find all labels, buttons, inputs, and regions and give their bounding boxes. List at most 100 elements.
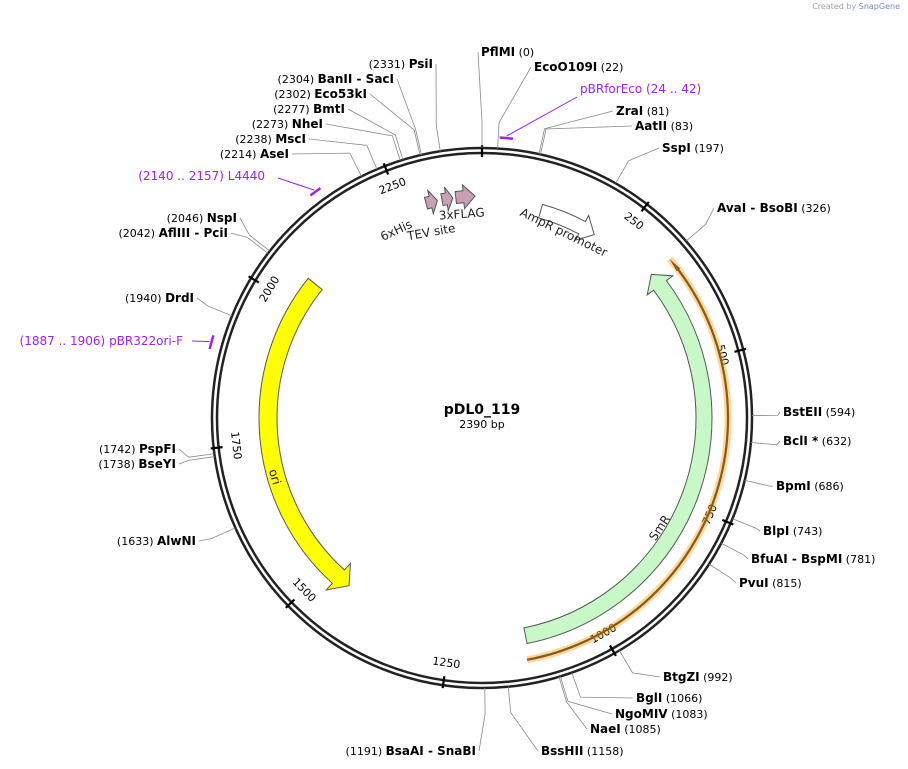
primer-markers: pBRforEco (24 .. 42) (2140 .. 2157) L4440… [20,82,701,350]
site-name: EcoO109I [534,60,597,74]
site-leader-bmti [347,108,404,160]
site-alwni[interactable]: (1633) AlwNI [117,534,196,548]
primer-name: L4440 [228,169,265,183]
site-pvui[interactable]: PvuI (815) [739,576,802,590]
site-name: PflMI [481,45,515,59]
tick-2250 [382,162,390,175]
site-position: (686) [814,480,844,493]
tick-label-1250: 1250 [432,654,462,671]
site-name: AlwNI [157,534,196,548]
site-afliii-pcii[interactable]: (2042) AflIII - PciI [119,226,228,240]
site-nspi[interactable]: (2046) NspI [167,211,237,225]
site-pspfi[interactable]: (1742) PspFI [99,442,176,456]
site-name: NaeI [590,722,621,736]
site-position: (2238) [235,133,272,146]
site-name: BmtI [313,102,345,116]
site-bcli[interactable]: BclI * (632) [783,434,851,448]
site-asei[interactable]: (2214) AseI [220,147,289,161]
primer-leader-pbr322ori-f [191,340,210,343]
site-position: (632) [822,435,852,448]
site-name: Eco53kI [314,87,367,101]
site-blpi[interactable]: BlpI (743) [763,524,822,538]
site-leader-sspi [615,147,660,184]
site-btgzi[interactable]: BtgZI (992) [663,670,733,684]
site-bsaai-snabi[interactable]: (1191) BsaAI - SnaBI [346,744,476,758]
feature-ampr-promoter[interactable] [538,203,595,241]
site-bsteii[interactable]: BstEII (594) [783,405,855,419]
site-zrai[interactable]: ZraI (81) [616,104,669,118]
site-sspi[interactable]: SspI (197) [662,141,724,155]
site-name: AatII [635,119,667,133]
site-position: (2302) [274,88,311,101]
site-aatii[interactable]: AatII (83) [635,119,693,133]
primer-label-l4440[interactable]: (2140 .. 2157) L4440 [138,169,265,183]
site-drdi[interactable]: (1940) DrdI [125,291,194,305]
site-leader-ngomiv [559,676,613,715]
site-leader-nspi [239,217,271,252]
site-position: (326) [801,202,831,215]
feature-3xflag[interactable] [454,183,476,210]
feature-ori[interactable] [258,277,352,591]
feature-smr[interactable] [523,273,713,645]
site-bsshii[interactable]: BssHII (1158) [541,744,623,758]
site-leader-bsteii [751,411,781,416]
site-banii-saci[interactable]: (2304) BanII - SacI [278,72,394,86]
site-bgli[interactable]: BglI (1066) [636,691,702,705]
site-leader-btgzi [619,650,661,678]
site-leader-banii-saci [396,78,422,155]
site-leader-drdi [196,297,233,317]
site-name: PvuI [739,576,769,590]
site-name: PspFI [139,442,176,456]
site-leader-ecoo109i [497,66,532,149]
site-leader-bcli [750,440,781,446]
site-pflmi[interactable]: PflMI (0) [481,45,534,59]
site-position: (2277) [273,103,310,116]
site-bpmi[interactable]: BpmI (686) [776,479,844,493]
site-leader-pspfi [178,448,215,458]
site-leader-afliii-pcii [230,232,269,254]
site-name: BclI * [783,434,819,448]
site-name: BlpI [763,524,789,538]
site-naei[interactable]: NaeI (1085) [590,722,661,736]
tick-750 [721,518,734,526]
site-bseyi[interactable]: (1738) BseYI [98,457,176,471]
restriction-sites: PflMI (0)EcoO109I (22) ZraI (81)AatII (83… [98,45,875,758]
tick-label-1750: 1750 [228,431,244,460]
site-name: NheI [292,117,323,131]
feature-tev-site[interactable] [440,186,454,213]
primer-label-pbrforeco[interactable]: pBRforEco (24 .. 42) [580,82,701,96]
site-ngomiv[interactable]: NgoMIV (1083) [615,707,708,721]
site-leader-nhei [325,123,401,161]
primer-name: pBRforEco [580,82,642,96]
site-ecoo109i[interactable]: EcoO109I (22) [534,60,623,74]
site-name: AseI [260,147,289,161]
site-name: PsiI [409,57,433,71]
site-position: (81) [647,105,670,118]
site-leader-bsaai-snabi [478,687,486,752]
site-nhei[interactable]: (2273) NheI [252,117,323,131]
plasmid-length: 2390 bp [459,418,504,431]
site-leader-blpi [732,518,761,532]
site-avai-bsobi[interactable]: AvaI - BsoBI (326) [717,201,831,215]
feature-6xhis[interactable] [423,188,438,216]
site-position: (22) [601,61,624,74]
site-name: SspI [662,141,691,155]
site-leader-bfuai-bspmi [721,542,749,560]
site-position: (83) [671,120,694,133]
site-msci[interactable]: (2238) MscI [235,132,306,146]
site-bfuai-bspmi[interactable]: BfuAI - BspMI (781) [751,552,875,566]
site-bmti[interactable]: (2277) BmtI [273,102,345,116]
tick-1000 [609,644,617,657]
site-psii[interactable]: (2331) PsiI [369,57,433,71]
site-leader-bseyi [178,456,215,465]
site-name: AvaI - BsoBI [717,201,798,215]
site-position: (815) [772,577,802,590]
site-position: (1191) [346,745,383,758]
credit-brand: SnapGene [858,2,900,11]
site-name: BseYI [138,457,176,471]
site-position: (2046) [167,212,204,225]
primer-label-pbr322ori-f[interactable]: (1887 .. 1906) pBR322ori-F [20,334,184,348]
tick-1250 [441,676,446,689]
site-eco53ki[interactable]: (2302) Eco53kI [274,87,367,101]
